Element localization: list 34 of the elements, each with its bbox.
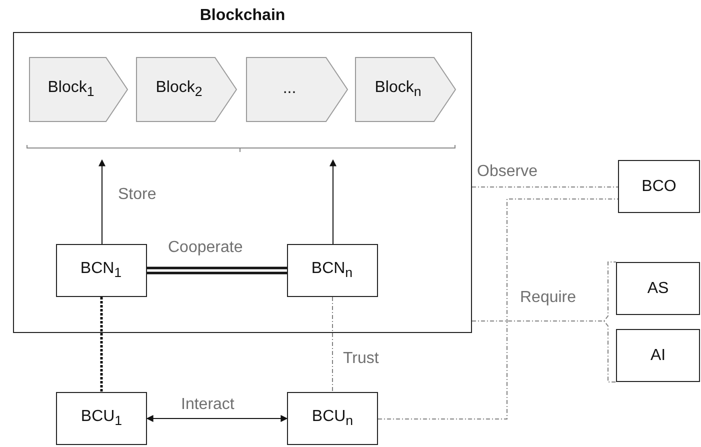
block-shape <box>354 56 456 122</box>
node-label: BCU$_{1}$ <box>80 408 122 429</box>
connector-line <box>472 320 616 382</box>
arrow <box>146 415 288 422</box>
connector-line <box>100 297 103 392</box>
node-label: BCU$_{n}$ <box>312 408 354 429</box>
node-label: AI <box>650 346 666 364</box>
node-label: ... <box>282 80 296 98</box>
entity-box <box>618 160 700 213</box>
connector-line <box>472 186 618 188</box>
block-shape <box>246 56 348 122</box>
node-label: BCN$_{n}$ <box>311 260 353 280</box>
node-label: Block$_{1}$ <box>48 78 94 100</box>
entity-box <box>56 244 146 296</box>
edge-label: Require <box>518 289 578 307</box>
node-label: BCO <box>642 178 676 196</box>
block-shape <box>28 56 128 122</box>
entity-box <box>287 392 378 445</box>
frame-heading: Blockchain <box>198 7 286 25</box>
entity-box <box>616 329 700 382</box>
node-label: BCN$_{1}$ <box>80 260 122 280</box>
node-label: Block$_{n}$ <box>374 78 422 100</box>
arrow <box>98 159 106 244</box>
connector-line <box>378 198 618 420</box>
node-label: AS <box>647 280 669 298</box>
entity-box <box>616 262 700 315</box>
arrow <box>330 159 336 244</box>
entity-box <box>286 244 378 296</box>
block-shape <box>136 56 236 122</box>
edge-label: Cooperate <box>166 239 245 257</box>
connector-line <box>332 296 333 392</box>
entity-box <box>56 392 147 445</box>
connector-line <box>146 266 288 274</box>
node-label: Block$_{2}$ <box>156 78 202 100</box>
